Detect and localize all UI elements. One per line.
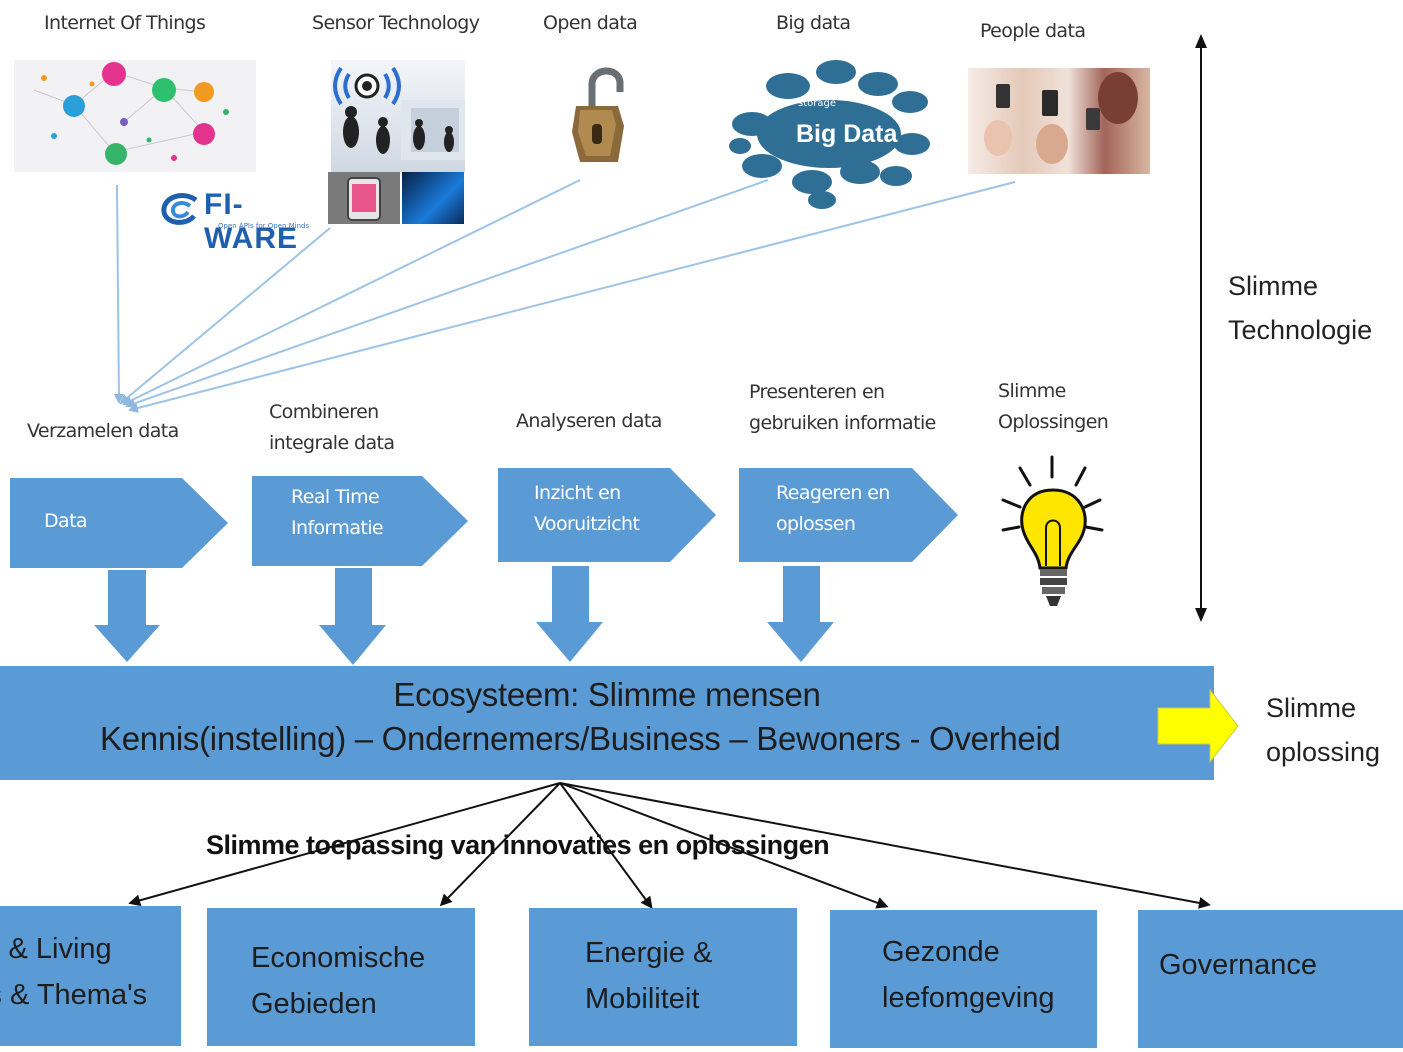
app-box-hotspots-line2: Labs & Thema's (0, 979, 148, 1011)
app-box-hotspots: Hotspots & Living Labs & Thema's (0, 906, 181, 1046)
fiware-tagline: Open APIs for Open Minds (218, 222, 310, 230)
app-box-gezonde-line2: leefomgeving (882, 982, 1055, 1014)
step-title-presenteren: Presenteren en gebruiken informatie (749, 381, 936, 434)
cloud-cluster-icon (729, 60, 930, 209)
sensor-image (331, 60, 465, 172)
sensor-scene-icon (333, 66, 465, 160)
padlock-icon (572, 67, 624, 162)
technology-scope-arrow (1195, 34, 1207, 622)
chevron-inzicht (498, 468, 716, 562)
app-box-governance: Governance (1138, 910, 1403, 1048)
app-box-economische-line2: Gebieden (251, 988, 377, 1020)
big-data-image: Big Data storage (728, 58, 930, 210)
app-box-gezonde-line1: Gezonde (882, 936, 1000, 968)
big-data-cloud-tag: storage (798, 98, 836, 109)
step-title-analyseren: Analyseren data (516, 410, 662, 432)
app-box-energie: Energie & Mobiliteit (529, 908, 797, 1046)
yellow-arrow (1157, 688, 1239, 764)
chevron-label-inzicht: Inzicht en Vooruitzicht (534, 482, 640, 535)
source-title-people-data: People data (980, 20, 1086, 42)
application-connectors (128, 782, 1211, 909)
chevron-real-time (252, 476, 468, 566)
chevron-label-real-time: Real Time Informatie (291, 486, 384, 539)
down-arrows (94, 566, 834, 665)
app-box-hotspots-line1: Hotspots & Living (0, 933, 112, 965)
step-title-slimme-oplossingen: Slimme Oplossingen (998, 380, 1109, 433)
step-title-verzamelen: Verzamelen data (27, 420, 179, 442)
app-box-economische-line1: Economische (251, 942, 426, 974)
app-box-gezonde: Gezonde leefomgeving (830, 910, 1097, 1048)
applications-heading: Slimme toepassing van innovaties en oplo… (206, 830, 830, 860)
ecosystem-bar (0, 666, 1214, 780)
source-title-sensor: Sensor Technology (312, 12, 480, 34)
app-box-governance-line1: Governance (1159, 949, 1317, 981)
chevron-label-reageren: Reageren en oplossen (776, 482, 890, 535)
chevron-label-data: Data (44, 510, 88, 532)
people-data-image (968, 68, 1150, 174)
open-data-image (566, 62, 636, 170)
fiware-logo-text: FI-WARE (204, 188, 298, 255)
ecosystem-line-1: Ecosysteem: Slimme mensen (393, 676, 821, 713)
source-title-big-data: Big data (776, 12, 851, 34)
chevron-reageren (739, 468, 958, 562)
iot-image (14, 60, 256, 172)
process-chevrons (10, 468, 958, 568)
lightbulb-icon (1001, 455, 1104, 606)
ecosystem-line-2: Kennis(instelling) – Ondernemers/Busines… (100, 720, 1061, 757)
app-box-energie-line2: Mobiliteit (585, 983, 700, 1015)
sensor-phone-image (328, 172, 400, 224)
ecosystem-text: Ecosysteem: Slimme mensen Kennis(instell… (0, 672, 1214, 758)
app-box-energie-line1: Energie & (585, 937, 713, 969)
app-box-economische: Economische Gebieden (207, 908, 475, 1046)
source-connectors (113, 179, 1016, 413)
big-data-cloud-text: Big Data (796, 120, 898, 148)
source-title-iot: Internet Of Things (44, 12, 206, 34)
label-slimme-technologie: Slimme Technologie (1228, 271, 1373, 345)
source-title-open-data: Open data (543, 12, 638, 34)
iot-network-icon (33, 62, 229, 165)
label-slimme-oplossing: Slimme oplossing (1266, 693, 1381, 767)
fiware-swirl-icon (161, 193, 198, 225)
sensor-network-image (402, 172, 464, 224)
step-title-combineren: Combineren integrale data (269, 401, 395, 454)
smartphone-icon (347, 177, 381, 221)
fiware-logo: FI-WARE Open APIs for Open Minds (160, 188, 328, 255)
people-phones-icon (984, 72, 1138, 164)
chevron-data (10, 478, 228, 568)
